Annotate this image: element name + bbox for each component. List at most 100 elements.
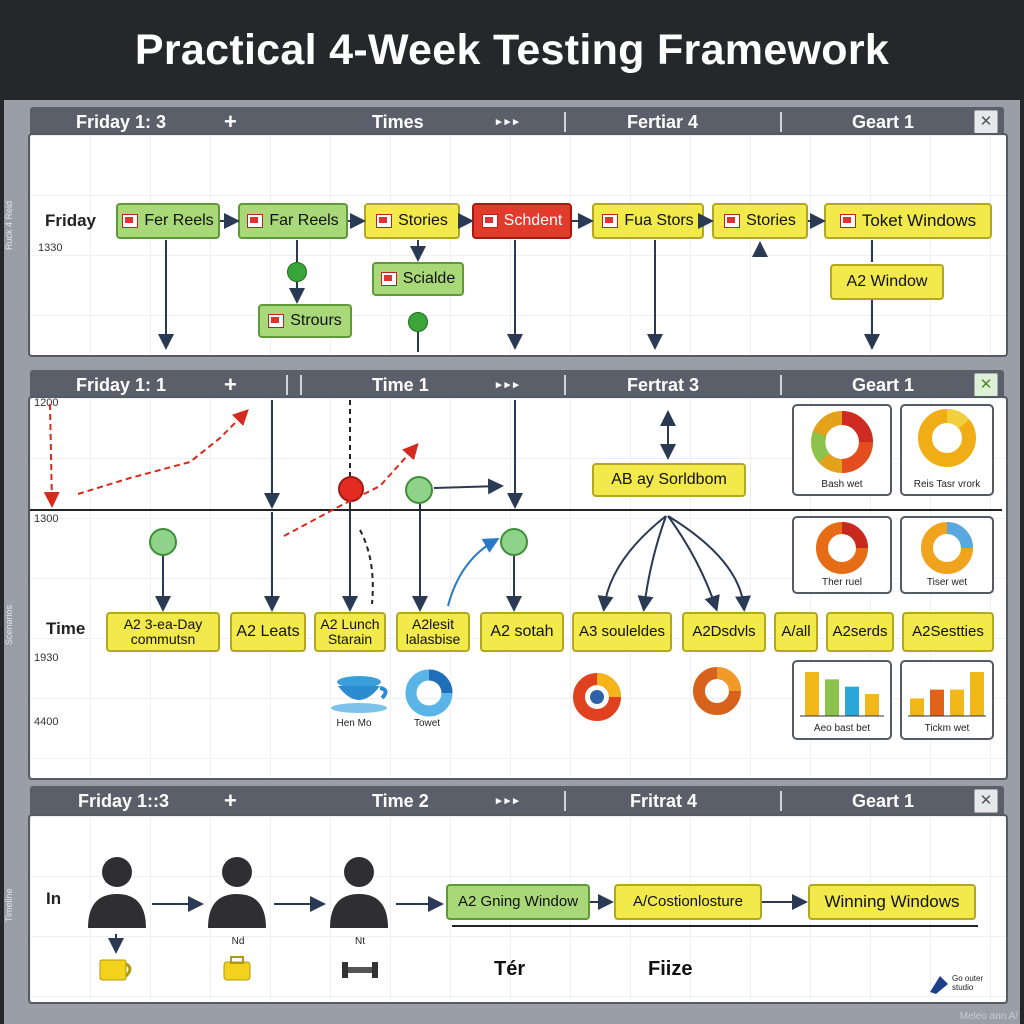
node-a-all[interactable]: A/all [774, 612, 818, 652]
add-icon[interactable]: + [224, 109, 237, 134]
logo-text: Go outer studio [952, 974, 984, 992]
studio-logo-icon [930, 976, 948, 994]
node-stories-2[interactable]: Stories [712, 203, 808, 239]
bar-3-col3: Fritrat 4 [630, 791, 698, 811]
label-fiize: Fiize [648, 958, 693, 980]
node-a2-sotah[interactable]: A2 sotah [480, 612, 564, 652]
bar-divider [564, 112, 566, 132]
row-label-friday: Friday [45, 211, 97, 230]
arrows-icon[interactable]: ▸ ▸ ▸ [496, 116, 519, 128]
node-toket-windows[interactable]: Toket Windows [824, 203, 992, 239]
bar-2-col4: Geart 1 [852, 375, 915, 395]
chart-caption: Tickm wet [924, 722, 970, 734]
user-icon [88, 857, 146, 928]
bar-divider [780, 375, 782, 395]
section-bar-3: Friday 1::3 + Time 2 ▸ ▸ ▸ Fritrat 4 Gea… [30, 786, 1004, 816]
mail-icon [122, 214, 139, 228]
donut-card-4[interactable]: Tiser wet [900, 516, 994, 594]
icon-caption: Towet [413, 718, 441, 729]
node-a2serds[interactable]: A2serds [826, 612, 894, 652]
mail-icon [380, 272, 397, 286]
junction-dot [408, 312, 428, 332]
node-a3-souleldes[interactable]: A3 souleldes [572, 612, 672, 652]
mail-icon [376, 214, 393, 228]
junction-dot [149, 528, 177, 556]
arrows-icon[interactable]: ▸ ▸ ▸ [496, 795, 519, 807]
node-label: Schdent [503, 211, 563, 229]
pie-icon [573, 673, 621, 721]
mail-icon [247, 214, 264, 228]
bar-b [930, 689, 944, 716]
node-label: Strours [290, 311, 342, 329]
label-ter: Tér [494, 958, 526, 980]
row-label-time: Time [46, 619, 86, 638]
mail-icon [724, 214, 741, 228]
bar-divider [286, 375, 288, 395]
side-label-2: Scenarios [4, 604, 14, 646]
node-fua-stors[interactable]: Fua Stors [592, 203, 704, 239]
node-label: Stories [398, 211, 448, 229]
bag-icon [223, 956, 251, 981]
node-a2sestties[interactable]: A2Sestties [902, 612, 994, 652]
node-scialde[interactable]: Scialde [372, 262, 464, 296]
chart-caption: Reis Tasr vrork [913, 478, 981, 490]
junction-dot [405, 476, 433, 504]
bar-3-col1: Friday 1::3 [78, 791, 170, 811]
mail-icon [839, 214, 856, 228]
node-label: Far Reels [269, 211, 339, 229]
coffee-cup-icon [331, 676, 388, 713]
donut-card-2[interactable]: Reis Tasr vrork [900, 404, 994, 496]
mug-icon [99, 959, 132, 981]
bar-d [970, 672, 984, 716]
node-ab-sorldbom[interactable]: AB ay Sorldbom [592, 463, 746, 497]
ring-icon [405, 669, 453, 717]
arrows-icon[interactable]: ▸ ▸ ▸ [496, 379, 519, 391]
node-a2dsdvls[interactable]: A2Dsdvls [682, 612, 766, 652]
section-bar-1: Friday 1: 3 + Times ▸ ▸ ▸ Fertiar 4 Gear… [30, 107, 1004, 137]
footer-watermark: Meleo ann A/ [959, 1011, 1018, 1022]
node-label: Fua Stors [624, 211, 694, 229]
close-glyph: ✕ [979, 113, 993, 130]
ring-icon [693, 667, 741, 715]
small-label: Nd [231, 936, 245, 947]
node-a2-leats[interactable]: A2 Leats [230, 612, 306, 652]
bar-card-1[interactable]: Aeo bast bet [792, 660, 892, 740]
node-a2lesit[interactable]: A2lesit lalasbise [396, 612, 470, 652]
bar-a [910, 698, 924, 716]
bar-c [950, 689, 964, 716]
bar-divider [780, 791, 782, 811]
close-icon[interactable]: ✕ [974, 789, 998, 813]
close-glyph: ✕ [979, 792, 993, 809]
donut-chart [921, 522, 973, 574]
node-schdent[interactable]: Schdent [472, 203, 572, 239]
node-a-costionlosture[interactable]: A/Costionlosture [614, 884, 762, 920]
close-icon[interactable]: ✕ [974, 110, 998, 134]
bar-3-col4: Geart 1 [852, 791, 915, 811]
bar-b [825, 679, 839, 716]
bar-card-2[interactable]: Tickm wet [900, 660, 994, 740]
node-a2-window[interactable]: A2 Window [830, 264, 944, 300]
user-icon [330, 857, 388, 928]
bar-divider [300, 375, 302, 395]
bar-1-col1: Friday 1: 3 [76, 112, 167, 132]
node-a2-lunch[interactable]: A2 Lunch Starain [314, 612, 386, 652]
node-label: Stories [746, 211, 796, 229]
node-a2-3-day[interactable]: A2 3-ea-Day commutsn [106, 612, 220, 652]
node-stories[interactable]: Stories [364, 203, 460, 239]
bar-1-col3: Fertiar 4 [627, 112, 699, 132]
node-a2-gning-window[interactable]: A2 Gning Window [446, 884, 590, 920]
donut-card-3[interactable]: Ther ruel [792, 516, 892, 594]
mail-icon [602, 214, 619, 228]
junction-dot [500, 528, 528, 556]
node-far-reels[interactable]: Far Reels [238, 203, 348, 239]
donut-card-1[interactable]: Bash wet [792, 404, 892, 496]
add-icon[interactable]: + [224, 372, 237, 397]
node-label: Scialde [402, 269, 456, 287]
panel-week-1 [28, 133, 1008, 357]
bar-a [805, 672, 819, 716]
add-icon[interactable]: + [224, 788, 237, 813]
node-fer-reels[interactable]: Fer Reels [116, 203, 220, 239]
node-winning-windows[interactable]: Winning Windows [808, 884, 976, 920]
close-icon[interactable]: ✕ [974, 373, 998, 397]
node-strours[interactable]: Strours [258, 304, 352, 338]
